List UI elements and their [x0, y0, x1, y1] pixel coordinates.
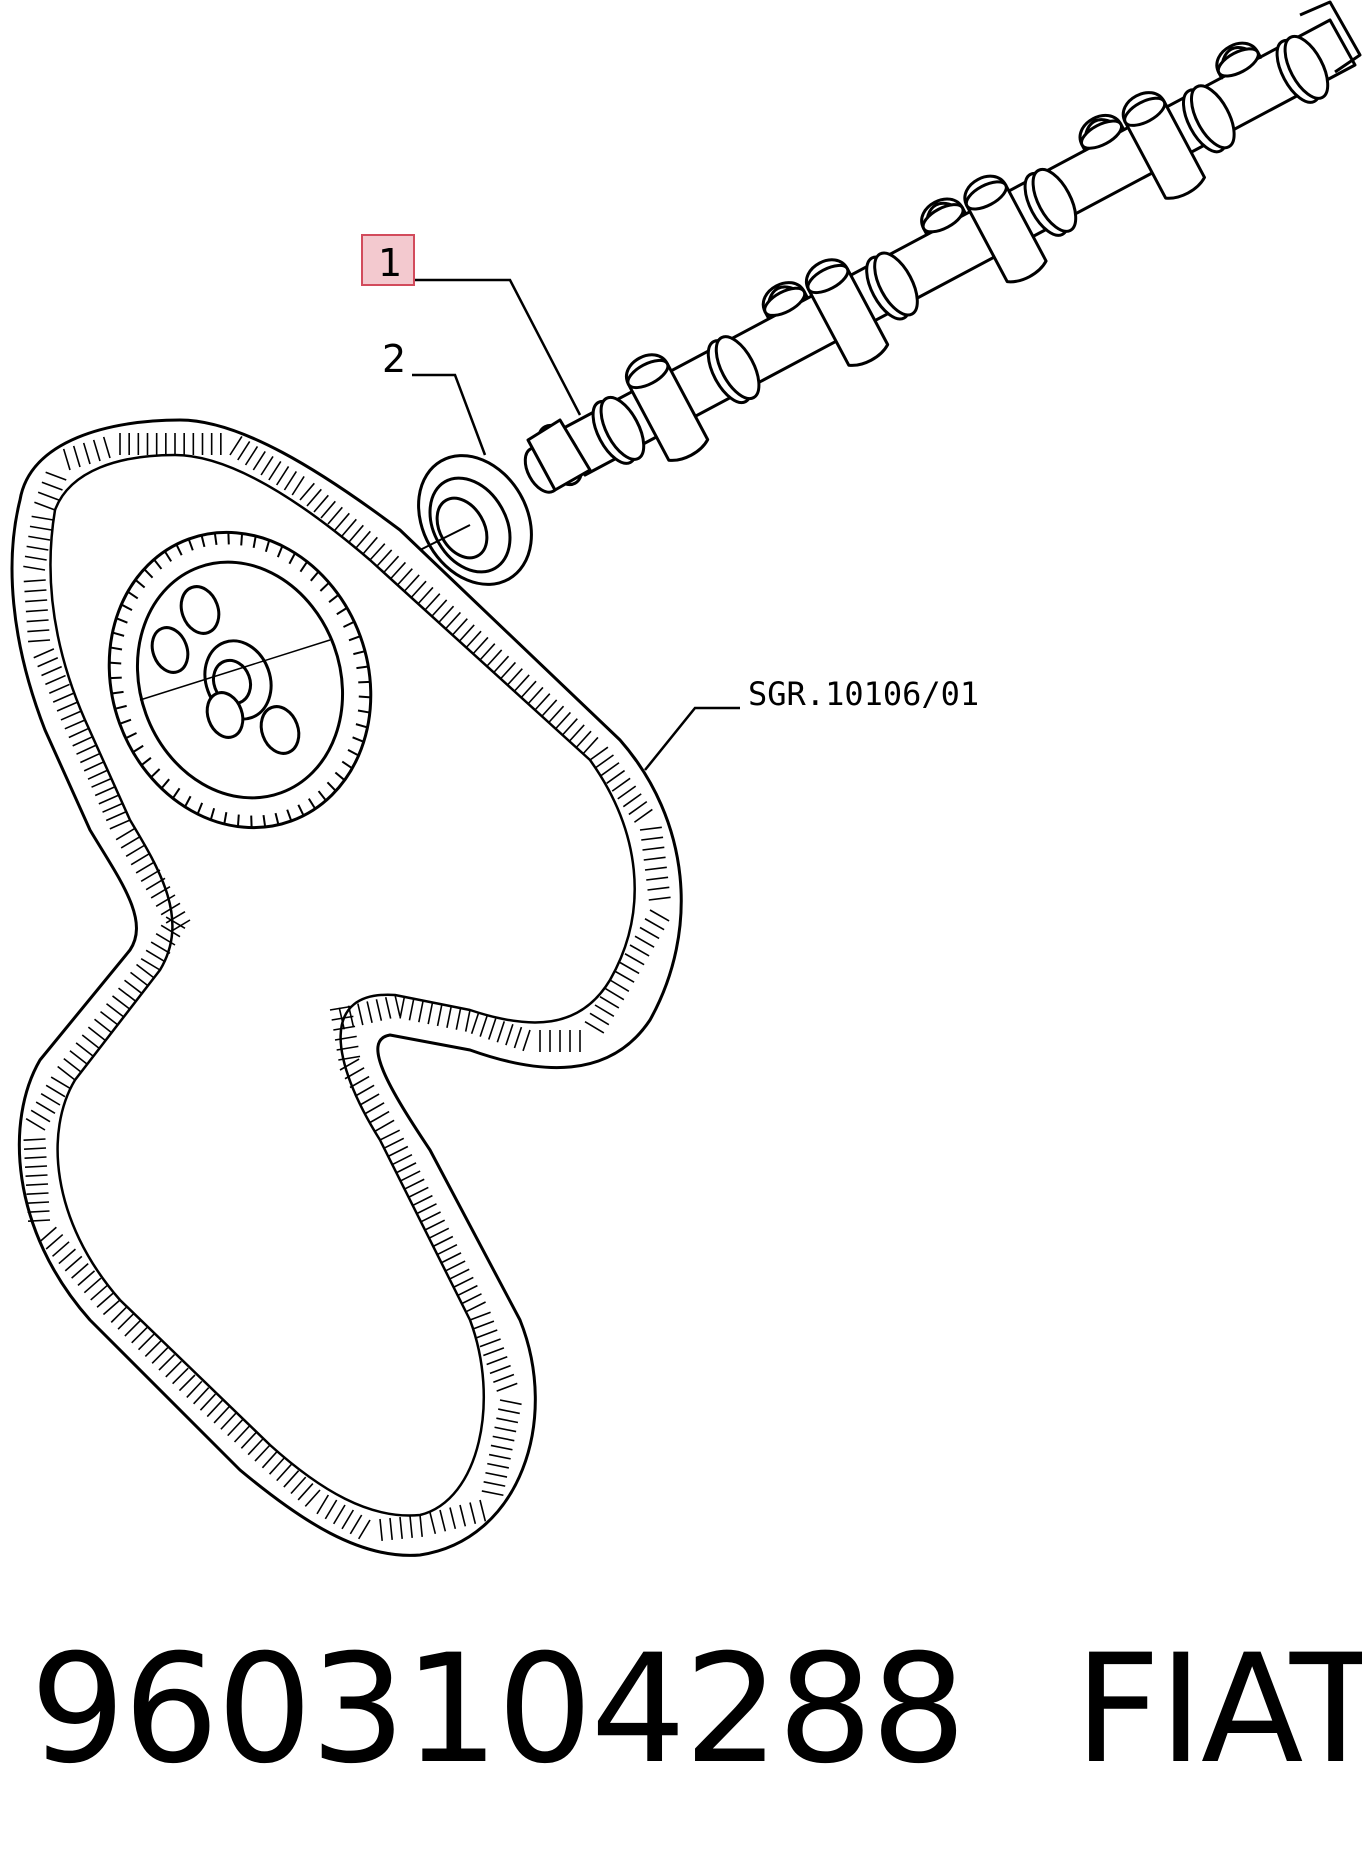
callout-label-1: 1 [378, 241, 402, 285]
callout-label-2: 2 [382, 337, 406, 381]
part-caption: 9603104288 FIAT [30, 1620, 1362, 1800]
callout-highlight-box [361, 234, 415, 286]
part-number: 9603104288 [30, 1623, 966, 1797]
camshaft[interactable] [518, 0, 1362, 498]
brand-name: FIAT [1074, 1623, 1362, 1797]
timing-pulley[interactable] [68, 495, 411, 864]
timing-belt[interactable] [10, 418, 683, 1557]
oil-seal[interactable] [396, 435, 554, 605]
callout-item-1[interactable]: 1 [361, 234, 415, 286]
assembly-ref-label: SGR.10106/01 [748, 675, 979, 713]
callout-item-2[interactable]: 2 [382, 337, 406, 381]
callout-assembly-ref[interactable]: SGR.10106/01 [748, 675, 979, 713]
leader-item-1 [410, 278, 582, 416]
leader-item-2 [412, 373, 487, 456]
leader-lines [410, 278, 740, 771]
leader-assembly-ref [644, 706, 740, 771]
exploded-parts-diagram: 1 2 SGR.10106/01 [10, 0, 1362, 1557]
